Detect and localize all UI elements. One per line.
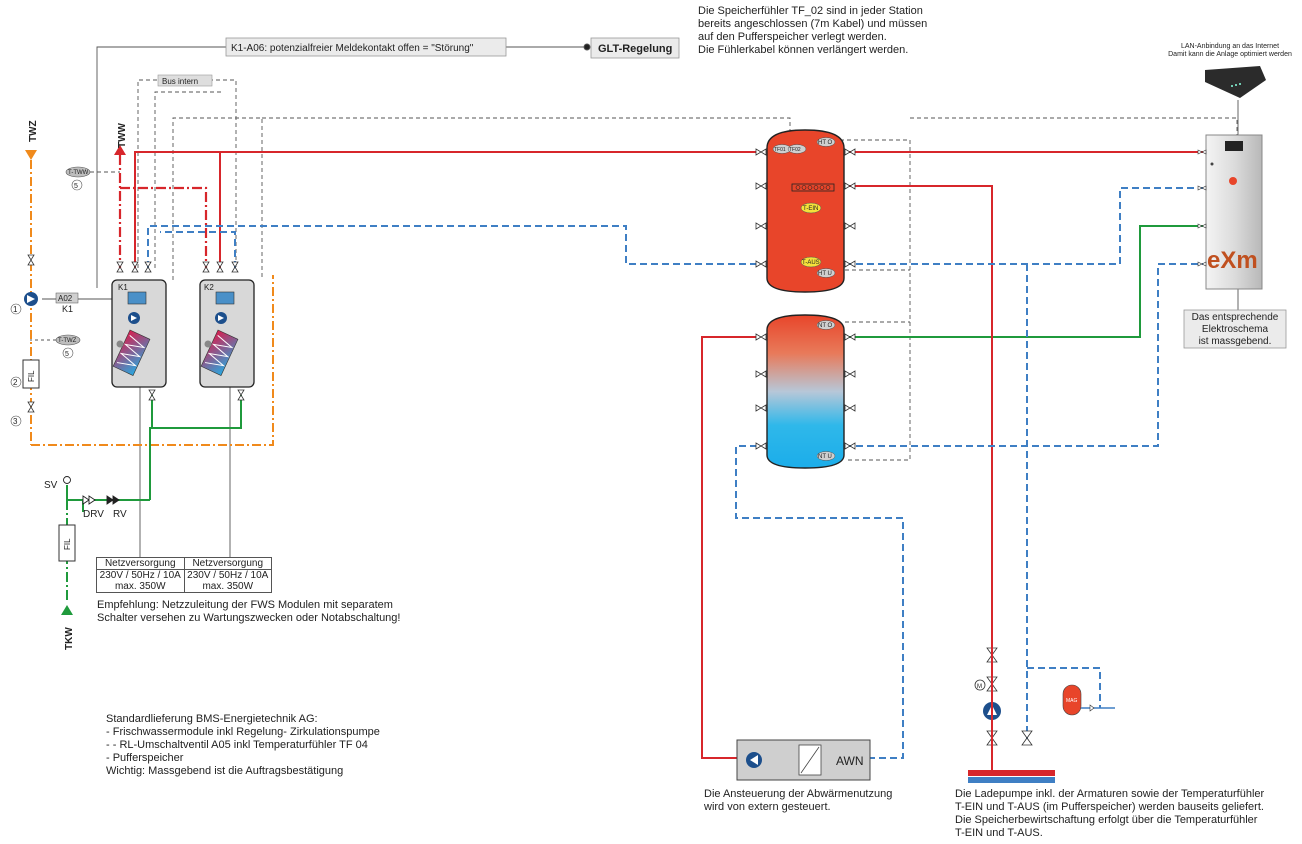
k1-a06-label: K1-A06: potenzialfreier Meldekontakt off… (231, 43, 474, 54)
netz-cell: Netzversorgung 230V / 50Hz / 10A max. 35… (184, 557, 272, 593)
mag-label: MAG (1066, 698, 1078, 704)
note-ansteuerung: Die Ansteuerung der Abwärmenutzung wird … (704, 788, 893, 813)
fws-module-k2: K2 (199, 279, 255, 388)
nt-o-label: NT O (818, 323, 833, 329)
drv-label: DRV (83, 509, 104, 520)
filter-icon (22, 359, 76, 562)
fil-label: FIL (63, 538, 72, 550)
note-lan: LAN-Anbindung an das Internet Damit kann… (1168, 43, 1292, 58)
k1-label: K1 (62, 304, 73, 314)
note-standardlieferung: Standardlieferung BMS-Energietechnik AG:… (106, 713, 380, 777)
router-icon (1205, 66, 1266, 98)
exm-logo: eXm (1207, 247, 1258, 274)
fil-label: FIL (27, 370, 36, 382)
signal-lines (30, 43, 1239, 557)
sensor-tags (10, 166, 91, 427)
position-number-label: 2 (13, 378, 18, 387)
netz-power: max. 350W (202, 581, 254, 592)
tkw-label: TKW (64, 627, 75, 650)
k1-a06-box (225, 37, 507, 57)
rv-label: RV (113, 509, 127, 520)
netz-spec: 230V / 50Hz / 10A (99, 570, 181, 581)
twz-label: TWZ (28, 120, 39, 142)
glt-box (590, 37, 680, 59)
a02-label: A02 (58, 294, 73, 303)
nt-u-label: NT U (818, 454, 832, 460)
bus-intern-box (157, 74, 213, 87)
glt-label: GLT-Regelung (598, 43, 672, 55)
tkw-arrow-icon (61, 605, 73, 615)
ht-u-label: HT U (818, 271, 832, 277)
tf01-label: TF01 (774, 147, 786, 153)
netz-power: max. 350W (114, 581, 166, 592)
module-k2-label: K2 (204, 283, 214, 292)
position-number-label: 3 (13, 417, 18, 426)
awn-unit (736, 739, 871, 781)
elektroschema-box (1183, 309, 1287, 349)
t-twz-label: T-TWZ (58, 338, 77, 344)
sensor-number-label: 5 (65, 351, 69, 358)
note-speicherfuehler: Die Speicherfühler TF_02 sind in jeder S… (698, 5, 928, 56)
motor-label: M (977, 684, 982, 690)
return-lines (147, 187, 1205, 759)
tww-label: TWW (117, 122, 128, 148)
netz-cell: Netzversorgung 230V / 50Hz / 10A max. 35… (96, 557, 185, 593)
t-tww-label: T-TWW (68, 170, 89, 176)
tww-arrow-icon (114, 145, 126, 155)
expansion-vessel-icon (1062, 684, 1115, 716)
netz-title: Netzversorgung (184, 558, 271, 570)
ht-o-label: HT O (818, 140, 833, 146)
t-aus-label: T-AUS (802, 260, 820, 266)
awn-label: AWN (836, 754, 864, 768)
netz-spec: 230V / 50Hz / 10A (187, 570, 269, 581)
tf02-label: TF02 (789, 147, 801, 153)
note-empfehlung: Empfehlung: Netzzuleitung der FWS Module… (97, 599, 401, 624)
fws-module-k1: K1 (111, 279, 167, 388)
netz-title: Netzversorgung (97, 558, 184, 570)
buffer-tank-ht (766, 129, 845, 293)
svg-labels: K1-A06: potenzialfreier Meldekontakt off… (13, 43, 1258, 768)
module-valves (27, 254, 245, 413)
buffer-tank-nt (766, 314, 845, 469)
netz-table: Netzversorgung 230V / 50Hz / 10A max. 35… (96, 557, 272, 593)
controller-valves (1197, 149, 1207, 267)
note-ladepumpe: Die Ladepumpe inkl. der Armaturen sowie … (955, 788, 1265, 839)
charging-pump-group (968, 640, 1055, 783)
hot-water-lines (134, 151, 1205, 759)
circulation-pump-icon (24, 292, 38, 306)
module-k1-label: K1 (118, 283, 128, 292)
tank-side-valves (755, 148, 856, 450)
sensor-number-label: 5 (74, 183, 78, 190)
safety-valve-group (63, 476, 120, 505)
position-number-label: 1 (13, 305, 18, 314)
exm-controller (1205, 134, 1263, 290)
sv-label: SV (44, 480, 58, 491)
note-elektroschema: Das entsprechende Elektroschema ist mass… (1191, 312, 1279, 347)
bus-intern-label: Bus intern (162, 77, 198, 86)
t-ein-label: T-EIN (803, 206, 818, 212)
twz-arrow-icon (25, 150, 37, 160)
tww-dashdot-lines (118, 155, 208, 268)
